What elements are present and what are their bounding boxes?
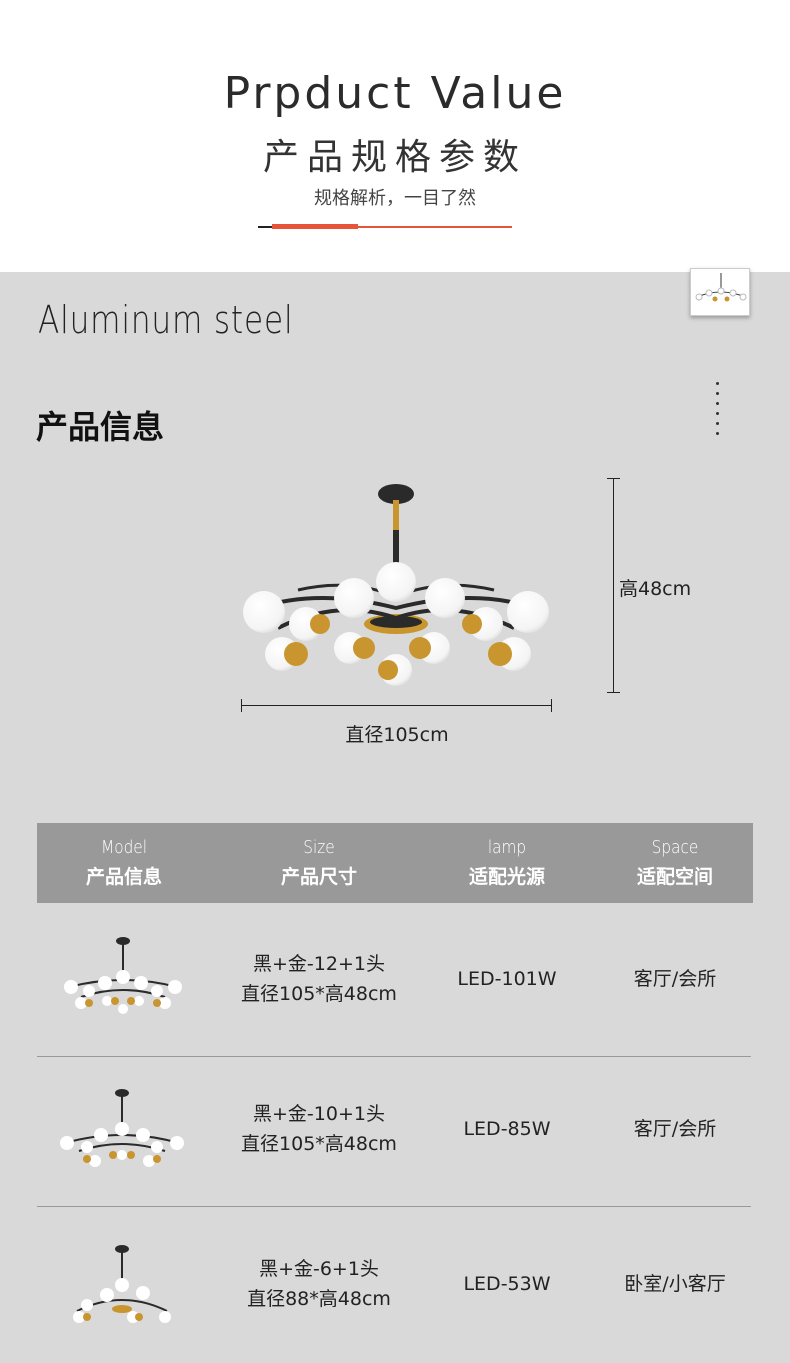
diameter-dimension-cap-right [551,699,552,712]
row-divider [37,1056,751,1057]
space-cell: 客厅/会所 [633,968,717,990]
chandelier-main-image [243,484,549,686]
chandelier-thumbnail-icon [695,273,747,302]
lamp-cell: LED-101W [457,968,557,990]
spec-table-header: Model 产品信息 Size 产品尺寸 lamp 适配光源 Space 适配空… [37,823,753,903]
size-cell: 黑+金-6+1头 直径88*高48cm [247,1258,391,1310]
height-label: 高48cm [619,578,692,600]
divider-accent-thin [358,226,512,228]
column-header-size: Size 产品尺寸 [280,837,357,888]
size-cell: 黑+金-10+1头 直径105*高48cm [241,1103,397,1155]
page-title: Prpduct Value [223,68,567,119]
lamp-cell: LED-53W [463,1273,551,1295]
chandelier-10-head-icon [60,1089,184,1167]
column-header-lamp: lamp 适配光源 [468,837,545,888]
table-row: 黑+金-6+1头 直径88*高48cm LED-53W 卧室/小客厅 [37,1207,753,1357]
vertical-dots-decoration [716,382,720,436]
diameter-dimension-cap-left [241,699,242,712]
diameter-dimension-line [242,705,552,706]
size-cell: 黑+金-12+1头 直径105*高48cm [241,953,397,1005]
page-subtitle: 产品规格参数 [262,137,527,178]
column-header-model: Model 产品信息 [85,837,162,888]
height-dimension-cap-bottom [607,692,620,693]
height-dimension-line [613,478,614,693]
diameter-label: 直径105cm [345,724,449,746]
chandelier-6-head-icon [73,1245,171,1323]
chandelier-thumbnail[interactable] [690,268,750,316]
space-cell: 卧室/小客厅 [624,1273,726,1295]
row-divider [37,1206,751,1207]
space-cell: 客厅/会所 [633,1118,717,1140]
height-dimension-cap-top [607,478,620,479]
header-section: Prpduct Value 产品规格参数 规格解析，一目了然 [0,0,790,272]
page-tagline: 规格解析，一目了然 [314,188,476,209]
lamp-cell: LED-85W [463,1118,551,1140]
section-title: 产品信息 [36,408,165,446]
column-header-space: Space 适配空间 [636,837,713,888]
table-row: 黑+金-12+1头 直径105*高48cm LED-101W 客厅/会所 [37,907,753,1057]
divider-accent-thick [272,224,358,229]
material-label: Aluminum steel [38,298,294,342]
table-row: 黑+金-10+1头 直径105*高48cm LED-85W 客厅/会所 [37,1057,753,1207]
chandelier-12-head-icon [64,937,182,1014]
